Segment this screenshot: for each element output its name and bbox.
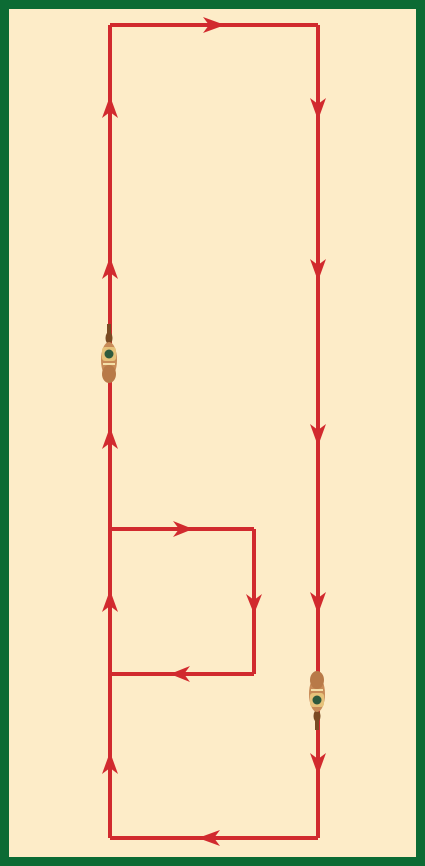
arrow-left-icon xyxy=(198,830,220,846)
arrow-up-icon xyxy=(102,752,118,774)
arrow-right-icon xyxy=(173,521,193,537)
direction-arrows xyxy=(102,17,326,846)
horse-and-rider-icon xyxy=(101,324,117,383)
arrow-down-icon xyxy=(310,98,326,120)
arrow-down-icon xyxy=(310,424,326,446)
arrow-left-icon xyxy=(170,666,190,682)
arrow-down-icon xyxy=(310,259,326,281)
arrow-down-icon xyxy=(310,592,326,614)
arrow-right-icon xyxy=(203,17,225,33)
arena-floor xyxy=(9,9,416,857)
arrow-up-icon xyxy=(102,590,118,612)
arrow-up-icon xyxy=(102,257,118,279)
arrow-up-icon xyxy=(102,96,118,118)
arrow-down-icon xyxy=(310,753,326,775)
arrow-down-icon xyxy=(246,594,262,614)
horse-and-rider-icon xyxy=(309,671,325,730)
arrow-up-icon xyxy=(102,427,118,449)
